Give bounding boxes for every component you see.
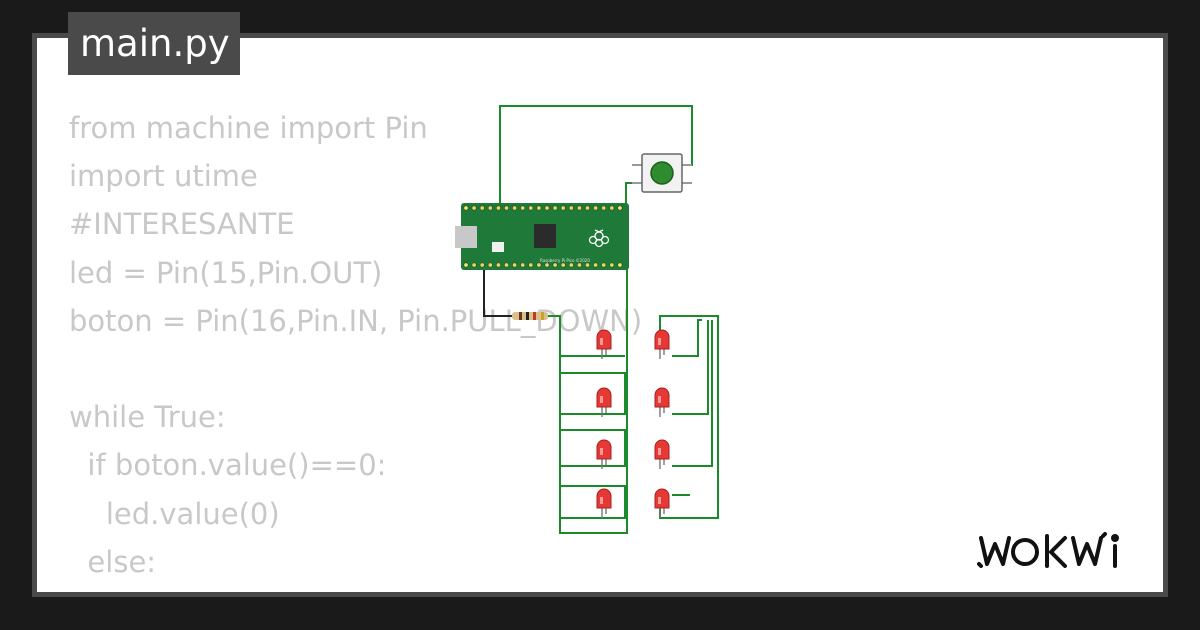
led[interactable] [596,387,612,417]
board-pin [609,205,615,211]
board-pin [528,205,534,211]
usb-connector [455,226,477,248]
board-pin [512,262,518,268]
board-pin [584,262,590,268]
button-cap[interactable] [650,161,674,185]
board-pin [487,205,493,211]
board-pin [552,262,558,268]
board-pin [536,262,542,268]
board-pin [544,262,550,268]
wire-resistor-leds [548,268,628,534]
raspberry-logo-icon [588,229,610,248]
board-pin [609,262,615,268]
board-pin [471,205,477,211]
led[interactable] [654,387,670,417]
wokwi-logo [977,532,1119,568]
board-pin [560,205,566,211]
code-line: else: [69,544,157,579]
wire-led-bus-left [560,355,626,519]
file-tab-label: main.py [80,22,230,65]
board-pin [576,205,582,211]
board-pin [520,262,526,268]
pushbutton[interactable] [632,153,692,193]
code-line: led = Pin(15,Pin.OUT) [69,255,383,290]
board-pin [536,205,542,211]
rp2040-chip [534,224,556,248]
led[interactable] [596,329,612,359]
board-pin [495,205,501,211]
led-grid [596,329,670,518]
led[interactable] [596,488,612,518]
board-pin [617,262,623,268]
pico-board[interactable]: Raspberry Pi Pico ©2020 [455,203,629,270]
board-pin [544,205,550,211]
board-pin [479,205,485,211]
board-pin [503,262,509,268]
resistor [512,312,548,320]
file-tab[interactable]: main.py [68,12,240,75]
board-pin [463,205,469,211]
wire-board-resistor [483,268,512,317]
wire-led-bus-right [659,315,719,519]
board-pin [495,262,501,268]
board-pin [487,262,493,268]
board-pin [593,205,599,211]
code-line: boton = Pin(16,Pin.IN, Pin.PULL_DOWN) [69,303,643,338]
board-pin [617,205,623,211]
board-pin [520,205,526,211]
board-pin [601,205,607,211]
board-pin [568,262,574,268]
code-line: while True: [69,400,226,435]
board-pin [576,262,582,268]
led[interactable] [654,439,670,469]
bootsel-button[interactable] [492,242,504,252]
simulation-canvas: from machine import Pin import utime #INTE… [37,38,1163,592]
code-preview: from machine import Pin import utime #INTE… [69,104,642,592]
board-pin [560,262,566,268]
led[interactable] [596,439,612,469]
board-pin [552,205,558,211]
led[interactable] [654,488,670,518]
board-pin [584,205,590,211]
led[interactable] [654,329,670,359]
wire-button-board [625,182,640,205]
board-pin [593,262,599,268]
board-pin [512,205,518,211]
board-pin [528,262,534,268]
code-line: #INTERESANTE [69,207,295,242]
board-pin [568,205,574,211]
board-pin [601,262,607,268]
board-silk-text: Raspberry Pi Pico ©2020 [540,258,590,263]
board-pin [479,262,485,268]
board-pin [463,262,469,268]
board-pins [463,205,623,268]
code-line: import utime [69,159,258,194]
code-line: led.value(0) [69,496,280,531]
code-line: if boton.value()==0: [69,448,387,483]
board-pin [471,262,477,268]
code-line: from machine import Pin [69,111,428,145]
board-pin [503,205,509,211]
